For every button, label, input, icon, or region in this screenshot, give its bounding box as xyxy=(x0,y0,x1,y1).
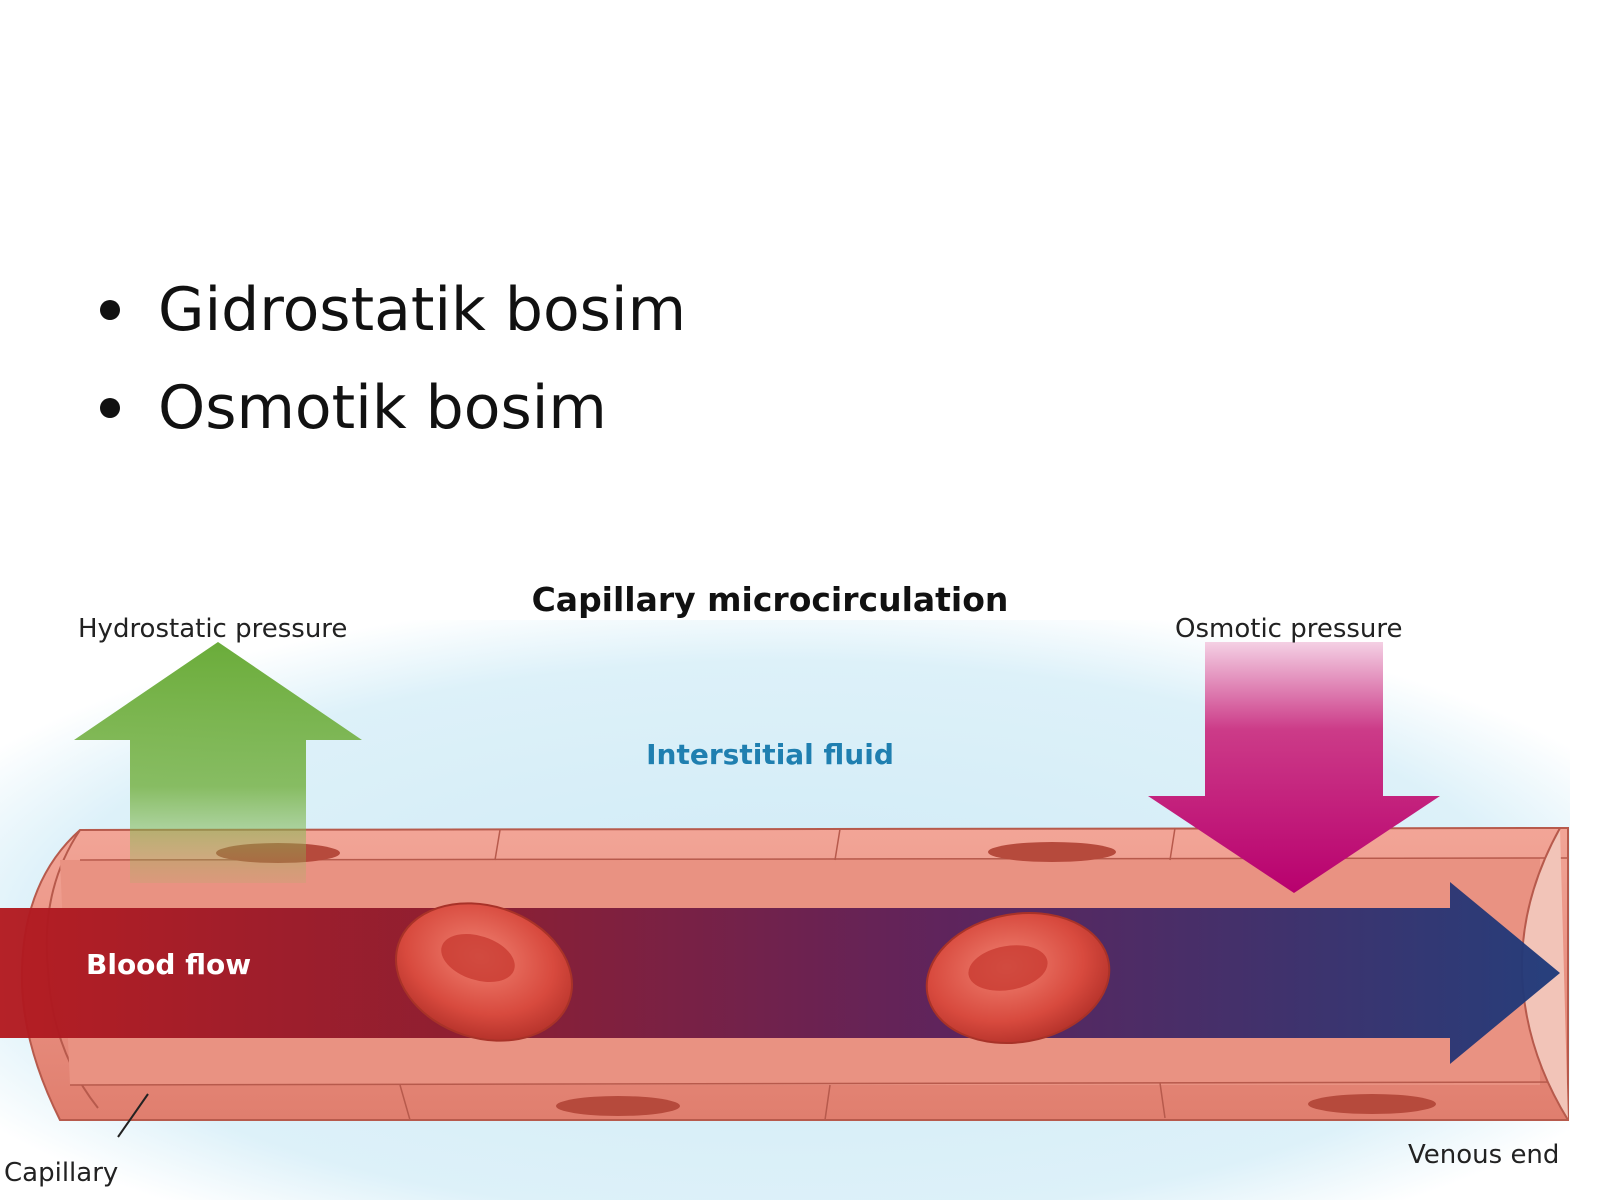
bullet-dot xyxy=(100,398,120,418)
venous-end-label: Venous end xyxy=(1408,1140,1560,1170)
diagram-illustration xyxy=(0,620,1570,1200)
interstitial-fluid-label: Interstitial fluid xyxy=(646,738,894,771)
hydrostatic-pressure-label: Hydrostatic pressure xyxy=(78,614,348,644)
red-blood-cell xyxy=(395,902,573,1042)
osmotic-arrow xyxy=(1148,642,1440,893)
blood-flow-label: Blood flow xyxy=(86,948,252,981)
bullet-text: Gidrostatik bosim xyxy=(158,275,687,345)
red-blood-cell xyxy=(925,911,1111,1045)
osmotic-pressure-label: Osmotic pressure xyxy=(1175,614,1403,644)
capillary-pointer-line xyxy=(117,1093,149,1138)
bullet-list: Gidrostatik bosim Osmotik bosim xyxy=(96,270,686,466)
bullet-item: Gidrostatik bosim xyxy=(96,270,686,368)
bullet-text: Osmotik bosim xyxy=(158,373,607,443)
blood-flow-arrow xyxy=(0,882,1560,1064)
bullet-item: Osmotik bosim xyxy=(96,368,686,466)
capillary-label: Capillary xyxy=(4,1158,119,1188)
bullet-dot xyxy=(100,300,120,320)
diagram-title: Capillary microcirculation xyxy=(531,580,1009,619)
hydrostatic-arrow xyxy=(74,642,362,883)
capillary-diagram: Capillary microcirculation Hydrostatic p… xyxy=(0,560,1600,1200)
